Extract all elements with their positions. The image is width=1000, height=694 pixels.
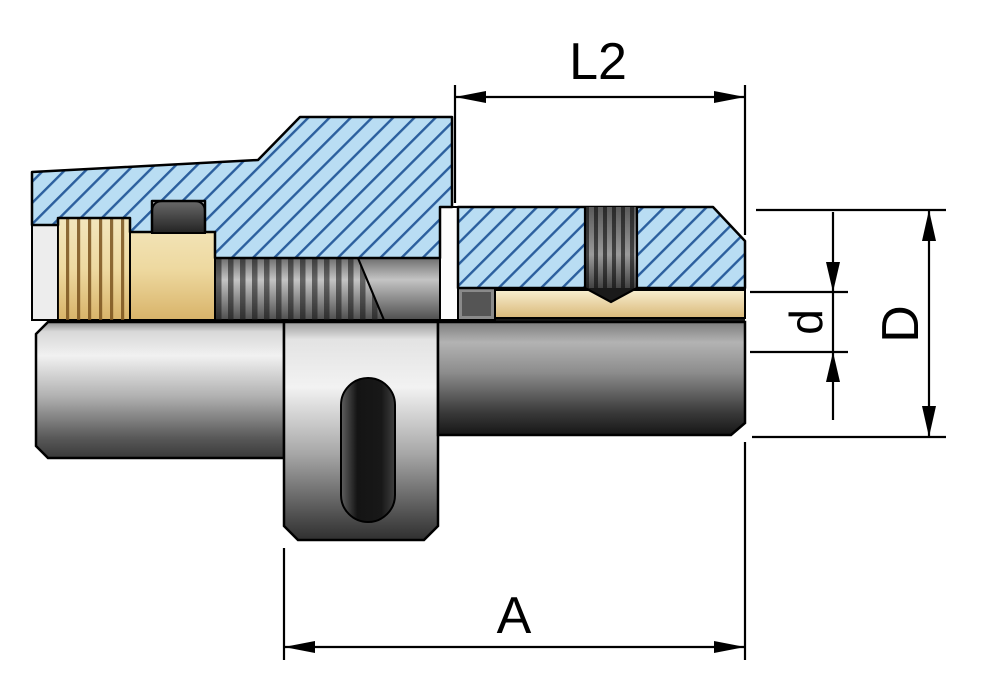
nose-body-lower: [436, 320, 747, 437]
bore-shadow-band: [438, 316, 745, 323]
shank-section-hatch: [30, 115, 454, 260]
clamp-slot: [340, 377, 396, 523]
d-arrow-top: [826, 262, 840, 292]
spacer-block-inner: [462, 292, 491, 316]
dimensions: L2 A d: [282, 33, 946, 660]
D-arrow-top: [922, 210, 936, 241]
collar-stripes: [58, 218, 130, 320]
dim-label-d-bore: d: [780, 309, 832, 335]
part-upper-section: [30, 115, 747, 321]
dim-label-l2: L2: [569, 33, 627, 91]
set-screw: [583, 207, 639, 304]
set-screw-drill-point: [585, 288, 637, 302]
l2-arrow-left: [455, 91, 486, 103]
shank-end-face: [31, 224, 59, 321]
spacer-ring-section: [129, 231, 216, 321]
dimension-l2: L2: [453, 33, 747, 235]
dimension-d-outer: D: [752, 208, 946, 439]
part-lower-exterior: [34, 316, 747, 542]
dimension-d-bore: d: [750, 212, 848, 420]
set-screw-threads: [585, 207, 637, 288]
dim-label-a: A: [497, 587, 532, 645]
relief-groove: [439, 206, 459, 321]
a-arrow-right: [714, 641, 745, 653]
D-arrow-bottom: [922, 406, 936, 437]
dim-label-d-outer: D: [872, 305, 930, 343]
l2-arrow-right: [714, 91, 745, 103]
shank-body-lower: [34, 320, 286, 460]
dimension-a: A: [282, 442, 747, 660]
thread-stripes: [215, 258, 384, 320]
a-arrow-left: [284, 641, 315, 653]
d-arrow-bottom: [826, 352, 840, 382]
drive-knob: [151, 200, 206, 234]
set-screw-outline: [583, 207, 639, 304]
